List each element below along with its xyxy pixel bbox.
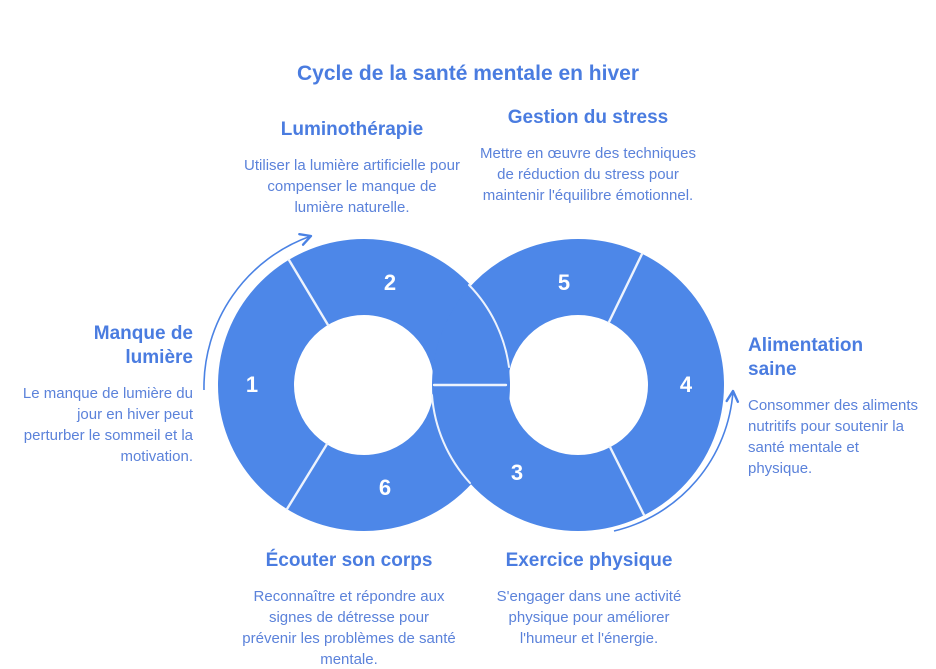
step-title: Gestion du stress	[507, 107, 669, 128]
step-label-exercice-physique: Exercice physique S'engager dans une act…	[478, 549, 700, 649]
step-description: Consommer des aliments nutritifs pour so…	[748, 397, 919, 477]
step-number-3: 3	[511, 460, 523, 485]
step-description: Reconnaître et répondre aux signes de dé…	[242, 588, 456, 668]
step-title: Manque de lumière	[93, 323, 193, 368]
crossing-edge-upper	[468, 284, 510, 368]
step-label-alimentation-saine: Alimentation saine Consommer des aliment…	[748, 334, 920, 479]
step-description: S'engager dans une activité physique pou…	[496, 588, 682, 647]
step-number-5: 5	[558, 270, 570, 295]
step-label-manque-de-lumiere: Manque de lumière Le manque de lumière d…	[18, 322, 193, 467]
divider-3-4	[608, 445, 646, 517]
step-title: Luminothérapie	[280, 119, 424, 140]
flow-arrow-right-icon	[613, 389, 740, 532]
step-number-1: 1	[246, 372, 258, 397]
segment-dividers	[285, 252, 646, 517]
step-label-luminotherapie: Luminothérapie Utiliser la lumière artif…	[244, 118, 460, 218]
step-number-6: 6	[379, 475, 391, 500]
divider-4-5	[607, 252, 644, 324]
step-label-ecouter-son-corps: Écouter son corps Reconnaître et répondr…	[240, 549, 458, 669]
step-label-gestion-du-stress: Gestion du stress Mettre en œuvre des te…	[480, 106, 696, 206]
divider-1-2	[287, 258, 330, 327]
step-title: Alimentation saine	[748, 335, 864, 380]
step-title: Exercice physique	[505, 550, 673, 571]
step-number-4: 4	[680, 372, 693, 397]
flow-arrow-left-icon	[203, 232, 313, 391]
step-title: Écouter son corps	[265, 550, 433, 571]
crossing-edge-lower	[431, 394, 471, 484]
step-description: Mettre en œuvre des techniques de réduct…	[480, 145, 696, 204]
page-title: Cycle de la santé mentale en hiver	[297, 62, 639, 86]
step-numbers: 1 2 3 4 5 6	[246, 270, 693, 500]
step-description: Utiliser la lumière artificielle pour co…	[244, 157, 460, 216]
step-description: Le manque de lumière du jour en hiver pe…	[22, 385, 193, 465]
divider-1-6	[285, 442, 329, 511]
flow-arrows	[203, 232, 740, 532]
step-number-2: 2	[384, 270, 396, 295]
